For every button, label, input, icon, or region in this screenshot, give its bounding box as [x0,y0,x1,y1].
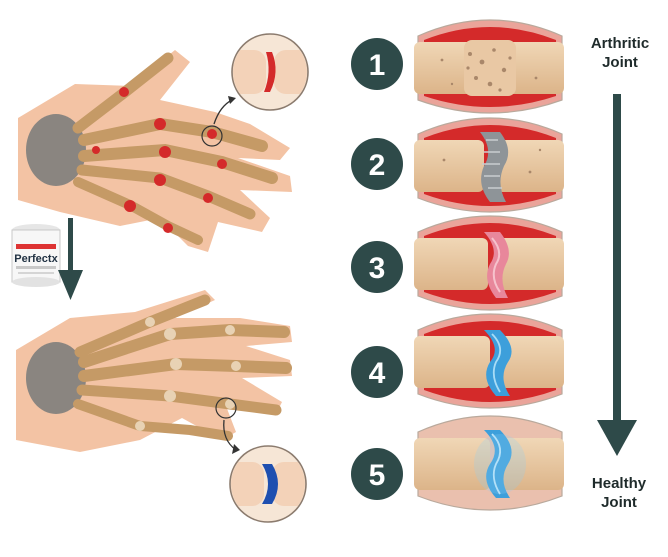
healthy-hand-icon [16,290,292,454]
step-markers: 1 2 3 4 5 [351,38,403,500]
progress-down-arrow-icon [597,94,637,456]
product-jar-icon: Perfectx [11,224,61,287]
arthritic-joint-zoom-icon [231,33,309,111]
zoom-marker-healthy [215,397,237,419]
arthritic-hand-icon [18,50,292,252]
carpal-bones-healthy [26,342,86,414]
step-1-badge: 1 [351,38,403,90]
joint-stage-4 [414,313,564,409]
arthritic-joint-label: Arthritic Joint [576,34,664,72]
healthy-joint-zoom-icon [229,445,307,523]
step-1-number: 1 [369,49,386,82]
product-brand-name: Perfectx [14,253,58,265]
inflamed-joints [92,87,227,233]
arthritic-joint-label-line2: Joint [602,54,638,71]
arthritic-joint-label-line1: Arthritic [590,35,650,52]
joint-stage-2 [414,117,564,213]
down-arrow-icon [58,218,83,300]
joint-stage-1 [414,19,564,114]
joint-stage-5 [414,415,564,511]
zoom-marker [201,125,223,147]
healthy-joint-label-line2: Joint [601,494,637,511]
step-5-badge: 5 [351,448,403,500]
step-3-number: 3 [369,252,386,285]
joint-cross-sections [414,19,564,511]
carpal-bones [26,114,86,186]
healthy-joint-label: Healthy Joint [574,474,664,512]
step-4-badge: 4 [351,346,403,398]
finger-bones [72,52,278,245]
healthy-joints [135,317,241,431]
joint-stage-3 [414,215,564,311]
step-2-number: 2 [369,149,386,182]
step-5-number: 5 [369,459,386,492]
step-3-badge: 3 [351,241,403,293]
healthy-joint-label-line1: Healthy [591,475,647,492]
step-4-number: 4 [369,357,386,390]
step-2-badge: 2 [351,138,403,190]
